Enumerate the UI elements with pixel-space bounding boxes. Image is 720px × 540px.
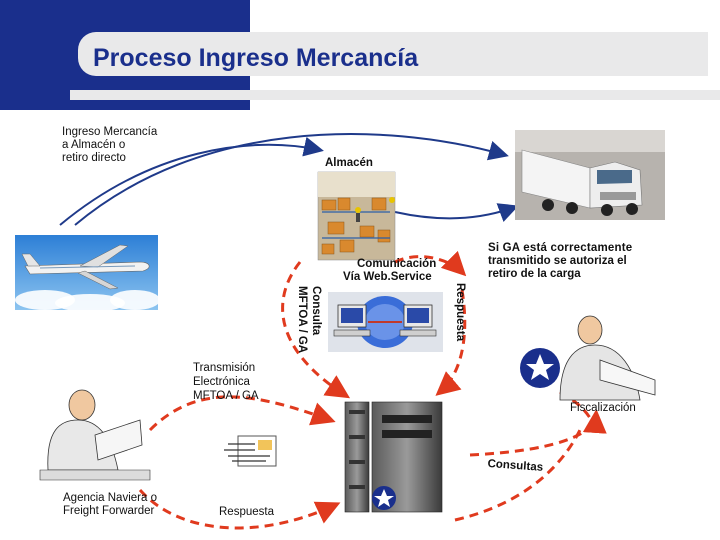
arrow-transmision bbox=[148, 395, 336, 432]
label-transmision-line1: Transmisión bbox=[193, 362, 256, 374]
airplane-icon bbox=[15, 235, 160, 312]
label-transmision-line3: MFTOA / GA bbox=[193, 390, 259, 402]
label-consulta-line1: Consulta bbox=[310, 286, 322, 336]
customs-officer-icon bbox=[520, 315, 656, 401]
agent-officer-icon bbox=[39, 389, 151, 481]
arrow-to-respuesta-top bbox=[394, 250, 467, 277]
label-almacen: Almacén bbox=[325, 157, 373, 169]
label-ingreso-line3: retiro directo bbox=[62, 152, 126, 164]
title-bar bbox=[78, 32, 708, 76]
arrow-warehouse-to-truck bbox=[394, 203, 519, 222]
title-underline-band bbox=[70, 90, 720, 100]
label-respuesta-bottom: Respuesta bbox=[219, 506, 274, 518]
document-icon bbox=[224, 435, 277, 467]
arrow-respuesta-bottom bbox=[138, 489, 341, 530]
page-title: Proceso Ingreso Mercancía bbox=[93, 44, 419, 72]
warehouse-icon bbox=[317, 171, 396, 261]
label-si-ga-line1: Si GA está correctamente bbox=[488, 242, 633, 254]
label-agencia-line2: Freight Forwarder bbox=[63, 505, 155, 517]
label-fiscalizacion: Fiscalización bbox=[570, 402, 636, 414]
label-comunicacion-line2: Vía Web.Service bbox=[343, 271, 432, 283]
label-respuesta-vertical: Respuesta bbox=[454, 283, 466, 342]
label-comunicacion-line1: Comunicación bbox=[357, 258, 437, 270]
left-strip bbox=[0, 110, 48, 540]
label-transmision-line2: Electrónica bbox=[193, 376, 250, 388]
truck-icon bbox=[515, 130, 665, 220]
arrow-consultas bbox=[469, 409, 607, 457]
label-si-ga-line2: transmitido se autoriza el bbox=[488, 255, 627, 267]
arrow-respuesta-down bbox=[435, 289, 467, 396]
label-si-ga-line3: retiro de la carga bbox=[488, 268, 581, 280]
label-ingreso-line1: Ingreso Mercancía bbox=[62, 126, 158, 138]
arrow-plane-to-truck bbox=[74, 133, 509, 226]
server-icon bbox=[344, 401, 443, 513]
arrow-consulta-down bbox=[281, 261, 351, 399]
label-consulta-line2: MFTOA / GA bbox=[296, 286, 308, 354]
web-service-icon bbox=[328, 292, 443, 352]
arrow-plane-to-warehouse bbox=[59, 136, 324, 226]
arrow-bottom-right bbox=[454, 429, 582, 522]
label-agencia-line1: Agencia Naviera o bbox=[63, 492, 157, 504]
label-ingreso-line2: a Almacén o bbox=[62, 139, 126, 151]
